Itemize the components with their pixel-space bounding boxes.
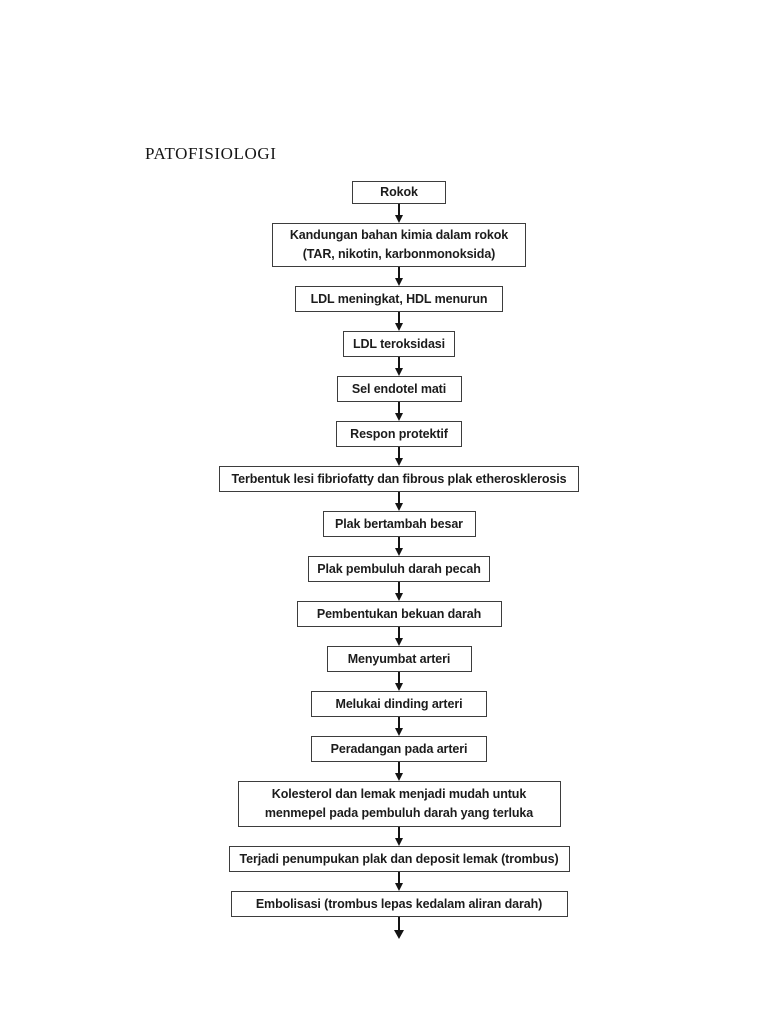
flow-node-kandungan-kimia: Kandungan bahan kimia dalam rokok (TAR, … bbox=[272, 223, 526, 267]
flow-arrow-down-icon bbox=[395, 582, 403, 601]
flow-arrow-down-icon bbox=[395, 402, 403, 421]
flow-node-lesi-fibriofatty: Terbentuk lesi fibriofatty dan fibrous p… bbox=[219, 466, 579, 492]
flow-arrow-down-icon bbox=[395, 872, 403, 891]
flow-arrow-down-icon bbox=[395, 672, 403, 691]
flow-arrow-down-icon bbox=[395, 827, 403, 846]
flow-arrow-down-icon bbox=[395, 492, 403, 511]
flow-arrow-down-icon bbox=[395, 627, 403, 646]
flow-node-plak-bertambah: Plak bertambah besar bbox=[322, 511, 476, 537]
flow-node-melukai-dinding: Melukai dinding arteri bbox=[311, 691, 487, 717]
flow-arrow-down-icon bbox=[395, 312, 403, 331]
page-title: PATOFISIOLOGI bbox=[145, 144, 277, 163]
flow-node-embolisasi: Embolisasi (trombus lepas kedalam aliran… bbox=[230, 891, 568, 917]
flow-arrow-down-icon bbox=[395, 357, 403, 376]
flow-arrow-down-icon bbox=[394, 917, 404, 940]
flow-arrow-down-icon bbox=[395, 717, 403, 736]
flow-arrow-down-icon bbox=[395, 447, 403, 466]
flow-node-ldl-hdl: LDL meningkat, HDL menurun bbox=[295, 286, 503, 312]
flow-arrow-down-icon bbox=[395, 537, 403, 556]
flow-node-peradangan-arteri: Peradangan pada arteri bbox=[311, 736, 487, 762]
flowchart: Rokok Kandungan bahan kimia dalam rokok … bbox=[219, 181, 579, 940]
flow-arrow-down-icon bbox=[395, 267, 403, 286]
flow-node-plak-pecah: Plak pembuluh darah pecah bbox=[308, 556, 490, 582]
flow-node-ldl-teroksidasi: LDL teroksidasi bbox=[343, 331, 455, 357]
flow-node-sel-endotel-mati: Sel endotel mati bbox=[336, 376, 462, 402]
flow-node-kolesterol-menempel: Kolesterol dan lemak menjadi mudah untuk… bbox=[237, 781, 561, 827]
flow-node-menyumbat-arteri: Menyumbat arteri bbox=[326, 646, 472, 672]
flow-arrow-down-icon bbox=[395, 204, 403, 223]
flow-node-bekuan-darah: Pembentukan bekuan darah bbox=[296, 601, 502, 627]
flow-node-rokok: Rokok bbox=[352, 181, 446, 204]
flow-arrow-down-icon bbox=[395, 762, 403, 781]
flow-node-respon-protektif: Respon protektif bbox=[336, 421, 462, 447]
flow-node-penumpukan-plak: Terjadi penumpukan plak dan deposit lema… bbox=[228, 846, 570, 872]
